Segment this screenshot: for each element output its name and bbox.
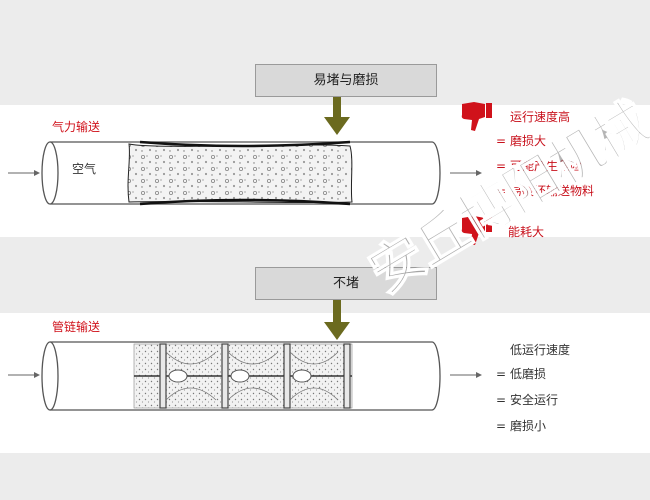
thumbs-down-icon <box>461 216 492 245</box>
blockage-wear-callout: 易堵与磨损 <box>255 64 437 97</box>
flow-arrow-icon <box>8 170 40 176</box>
pro-item: 低运行速度 <box>510 343 571 357</box>
no-blockage-callout: 不堵 <box>255 267 437 300</box>
pro-item: =磨损小 <box>496 419 547 433</box>
down-arrow-icon <box>324 97 350 135</box>
con-item: 运行速度高 <box>510 110 571 124</box>
pro-item: =安全运行 <box>496 393 559 407</box>
flow-arrow-icon <box>8 372 40 378</box>
flow-arrow-icon <box>450 372 482 378</box>
flow-arrow-icon <box>450 170 482 176</box>
pneumatic-conveying-label: 气力输送 <box>52 120 101 134</box>
con-item: =可能产生危险 <box>496 159 583 173</box>
pneumatic-pipe-diagram <box>8 140 482 206</box>
down-arrow-icon <box>324 300 350 340</box>
chain-conveying-label: 管链输送 <box>52 320 101 334</box>
energy-item: 能耗大 <box>508 225 545 239</box>
thumbs-down-icon <box>461 102 492 131</box>
air-label: 空气 <box>72 162 97 176</box>
con-item: =磨损大 <box>496 134 547 148</box>
pro-item: =低磨损 <box>496 367 547 381</box>
con-item: =易破坏输送物料 <box>496 184 595 198</box>
chain-pipe-diagram <box>8 341 482 411</box>
